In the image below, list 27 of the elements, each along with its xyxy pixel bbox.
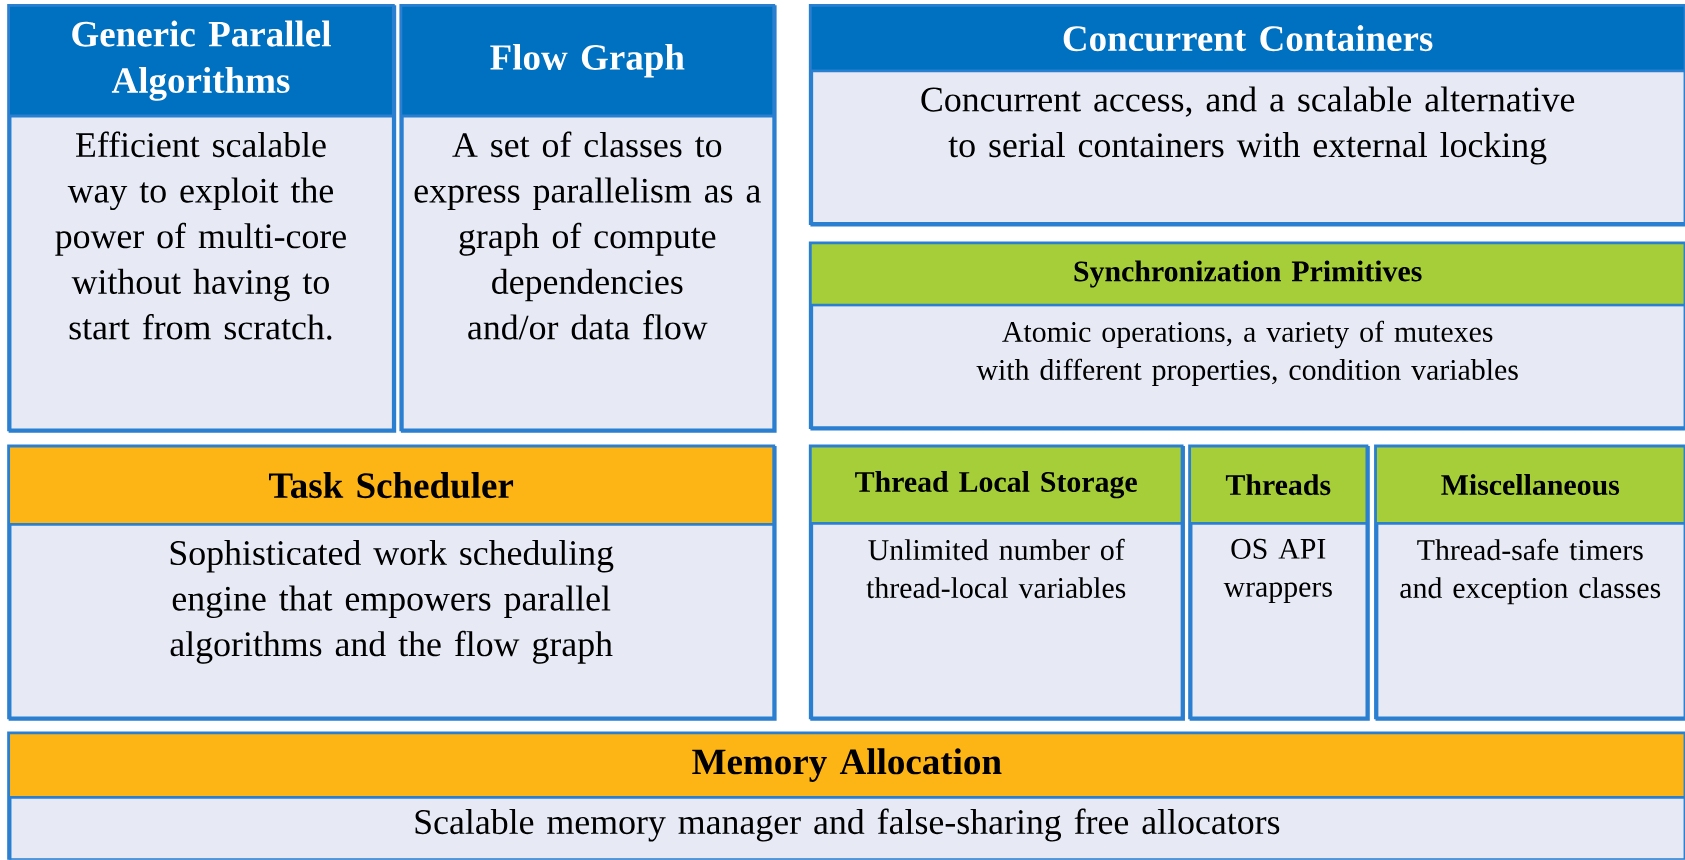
panel-heading: Concurrent Containers [1063,25,1433,52]
module-panel [808,241,1685,431]
panel-description: Efficient scalable way to exploit the power of multi-core without having to start from scratch. [55,131,346,340]
panel-heading: Task Scheduler [269,472,514,499]
panel-heading: Generic Parallel Algorithms [72,20,331,101]
panel-heading: Synchronization Primitives [1074,260,1422,288]
panel-heading: Thread Local Storage [855,471,1137,499]
panel-description: Scalable memory manager and false-sharing free allocators [415,808,1280,842]
panel-description: Thread-safe timers and exception classes [1400,539,1661,605]
panel-description: Atomic operations, a variety of mutexes with different properties, condition variables [976,320,1518,387]
panel-heading: Memory Allocation [692,748,1002,783]
module-panel [7,731,1685,860]
module-panel [7,4,397,433]
panel-description: Concurrent access, and a scalable alternative to serial containers with external locking [921,86,1575,165]
panel-heading: Threads [1225,474,1331,496]
module-panel [399,4,777,433]
module-panel [808,4,1685,227]
panel-heading: Flow Graph [490,44,685,78]
module-panel [1188,444,1370,721]
panel-description: A set of classes to express parallelism as a graph of compute dependencies and/or data flow [414,131,761,340]
module-panel [7,444,777,721]
panel-description: OS API wrappers [1223,539,1332,604]
module-panel [808,444,1185,721]
module-panel [1374,444,1685,721]
panel-description: Sophisticated work scheduling engine that empowers parallel algorithms and the flow graph [170,540,614,664]
panel-description: Unlimited number of thread-local variables [866,539,1126,599]
panel-heading: Miscellaneous [1441,474,1620,496]
